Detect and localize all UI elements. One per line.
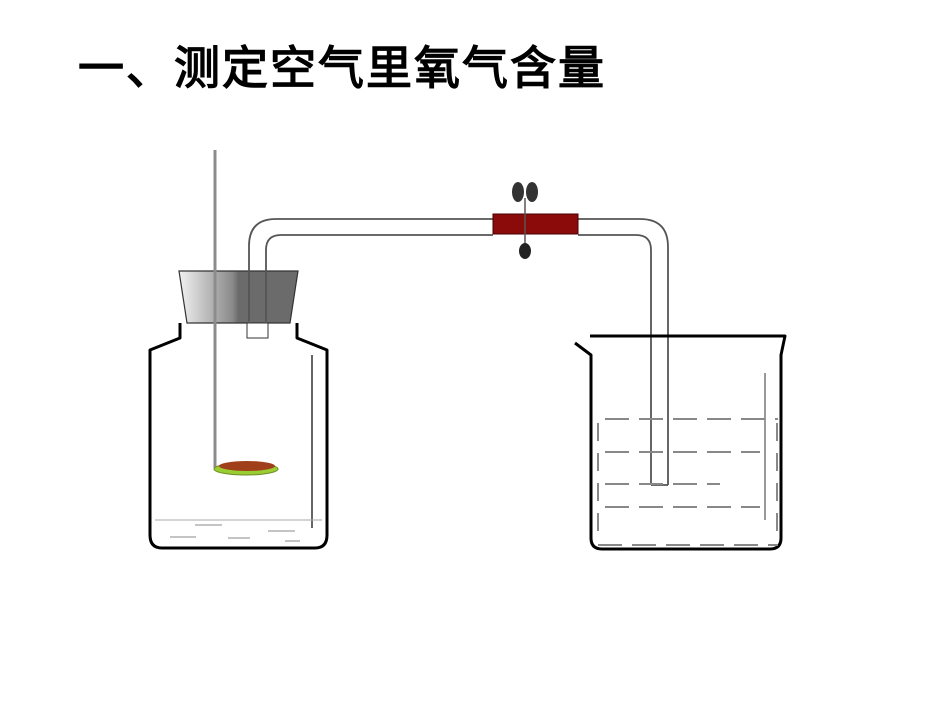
beaker-icon — [574, 334, 787, 551]
rubber-connector-icon — [492, 213, 579, 235]
red-phosphorus-icon — [219, 461, 275, 471]
rubber-stopper-icon — [178, 270, 299, 339]
beaker-water-lines — [597, 418, 778, 546]
bottle-water-lines — [170, 524, 300, 542]
page-title: 一、测定空气里氧气含量 — [78, 41, 606, 95]
spring-clamp-icon — [492, 182, 579, 259]
gas-collecting-bottle-icon — [148, 323, 329, 550]
combustion-spoon-icon — [213, 150, 279, 476]
delivery-tube-icon — [248, 218, 669, 486]
